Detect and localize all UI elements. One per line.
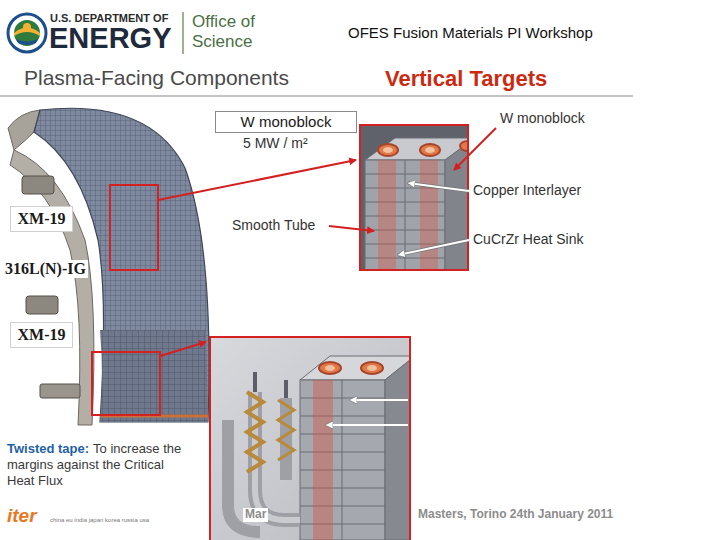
leader-arrow (408, 183, 469, 191)
leader-arrow (329, 226, 374, 231)
zoom-twisted-tape (326, 424, 408, 426)
doe-seal (8, 14, 46, 52)
part-label: Copper Interlayer (473, 182, 581, 198)
doe-seal (23, 23, 31, 31)
workshop-name: OFES Fusion Materials PI Workshop (348, 24, 593, 41)
doe-seal (8, 14, 46, 52)
zoom-twisted-tape (385, 356, 410, 540)
part-label: Smooth Tube (232, 217, 315, 233)
box-text: XM-19 (18, 210, 66, 228)
label-box: W monoblock (215, 111, 357, 133)
heat-flux-value: 5 MW / m² (243, 135, 308, 151)
zoom-twisted-tape (350, 399, 408, 401)
title-rule (0, 95, 633, 97)
zoom-twisted-tape (325, 365, 335, 371)
zoom-twisted-tape (253, 372, 257, 392)
footer-text: Masters, Torino 24th January 2011 (418, 508, 613, 522)
divertor-cassette (22, 176, 54, 194)
highlight-box (92, 352, 160, 415)
zoom-twisted-tape (210, 337, 410, 540)
section-heading: Vertical Targets (385, 66, 547, 91)
zoom-twisted-tape (342, 380, 343, 540)
zoom-twisted-tape (300, 380, 385, 540)
material-label: 316L(N)-IG (3, 260, 88, 278)
note-block: Twisted tape:To increase the margins aga… (7, 441, 187, 489)
zoom-monoblock (420, 160, 438, 270)
material-box: XM-19 (10, 322, 73, 348)
material-box: XM-19 (10, 206, 73, 232)
zoom-twisted-tape (300, 380, 385, 540)
zoom-twisted-tape (278, 400, 294, 460)
divertor-cassette (100, 330, 208, 422)
zoom-monoblock (360, 125, 468, 270)
slide-title: Plasma-Facing Components (24, 66, 289, 90)
zoom-monoblock (383, 147, 393, 153)
zoom-frame (210, 337, 410, 540)
leader-arrow (158, 128, 496, 356)
doe-seal (14, 20, 40, 46)
iter-logo: iter (7, 505, 37, 527)
agency-name: ENERGY (49, 22, 171, 55)
zoom-monoblock (425, 147, 435, 153)
zoom-twisted-tape (247, 392, 263, 472)
highlight-box (110, 185, 158, 270)
box-text: W monoblock (241, 113, 332, 130)
zoom-frame (360, 125, 468, 270)
leader-arrow (398, 240, 469, 255)
zoom-twisted-tape (255, 392, 300, 520)
box-text: XM-19 (18, 326, 66, 344)
note-heading: Twisted tape: (7, 441, 89, 456)
divertor-cassette (40, 384, 80, 398)
footer-text: Mar (243, 508, 268, 522)
part-label: W monoblock (500, 110, 585, 126)
logo-separator (182, 12, 184, 54)
member-list: china eu india japan korea russia usa (50, 517, 149, 524)
divertor-cassette (26, 296, 58, 314)
zoom-twisted-tape (210, 337, 410, 540)
zoom-monoblock (378, 144, 398, 156)
doe-seal (16, 39, 38, 45)
zoom-twisted-tape (255, 392, 300, 520)
zoom-twisted-tape (361, 362, 383, 374)
leader-arrow (454, 128, 496, 170)
zoom-twisted-tape (284, 380, 288, 398)
zoom-monoblock (460, 141, 468, 151)
office-name: Science (192, 32, 252, 52)
office-name: Office of (192, 12, 255, 32)
zoom-monoblock (420, 144, 440, 156)
leader-arrow (160, 342, 206, 356)
zoom-monoblock (378, 160, 396, 270)
zoom-monoblock (445, 138, 468, 270)
leader-arrow (408, 183, 469, 191)
zoom-twisted-tape (313, 380, 333, 540)
zoom-twisted-tape (319, 362, 341, 374)
leader-arrow (398, 240, 469, 255)
part-label: CuCrZr Heat Sink (473, 231, 583, 247)
zoom-twisted-tape (367, 365, 377, 371)
leader-arrow (158, 160, 356, 200)
